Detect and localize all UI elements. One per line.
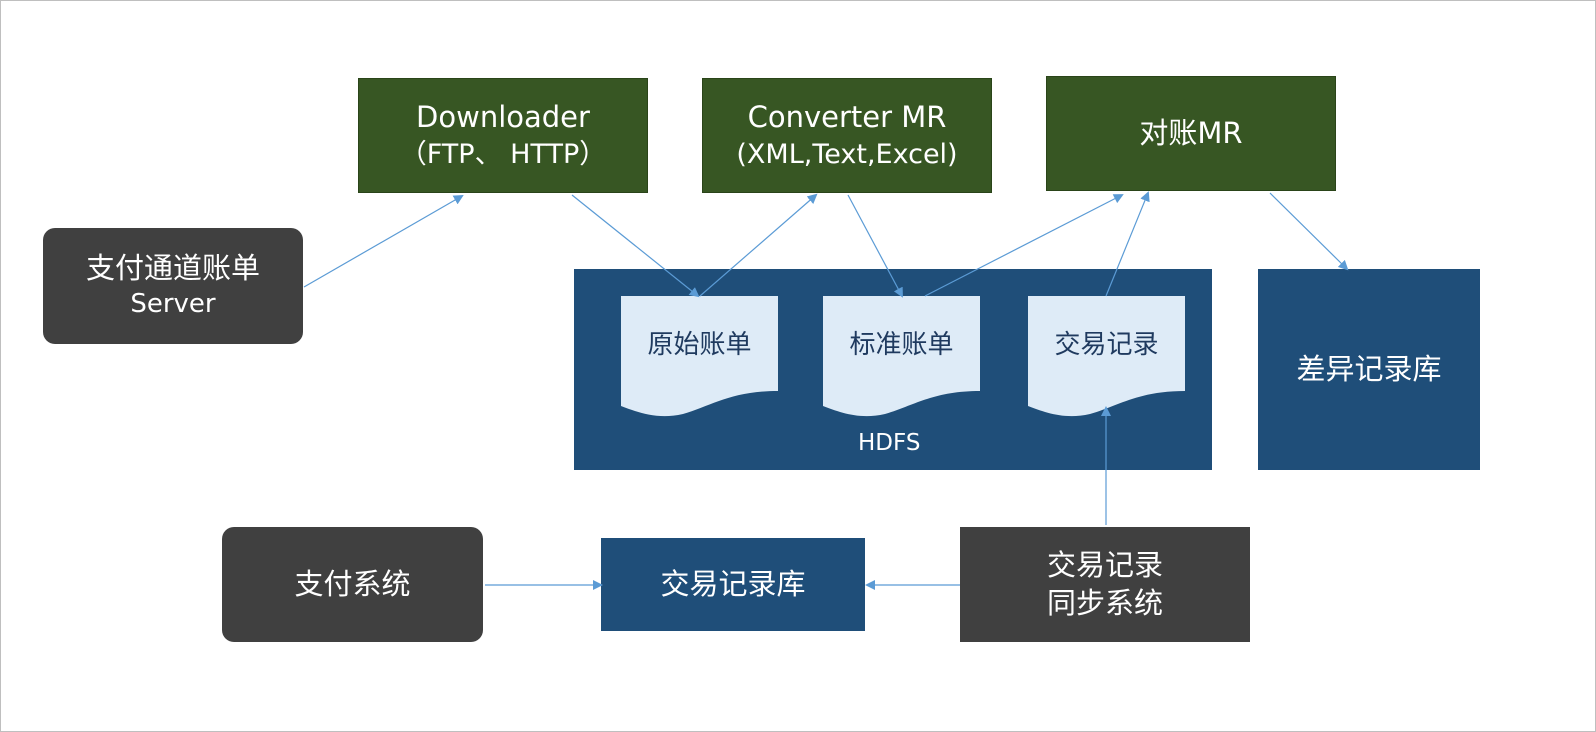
converter-title: Converter MR bbox=[747, 100, 947, 135]
hdfs-label: HDFS bbox=[858, 430, 921, 456]
doc-transactions: 交易记录 bbox=[1028, 296, 1185, 417]
tx-sync-subtitle: 同步系统 bbox=[1046, 585, 1163, 620]
tx-db-title: 交易记录库 bbox=[660, 566, 806, 601]
document-icon bbox=[823, 296, 980, 417]
doc-transactions-label: 交易记录 bbox=[1054, 330, 1159, 360]
arrow-downloader-to-raw bbox=[571, 194, 700, 298]
arrow-standard-to-reconcile bbox=[924, 194, 1124, 297]
tx-sync-title: 交易记录 bbox=[1046, 547, 1163, 582]
arrow-transactions-to-reconcile bbox=[1105, 191, 1150, 297]
converter-subtitle: (XML,Text,Excel) bbox=[736, 138, 958, 170]
downloader-box: Downloader （FTP、 HTTP） bbox=[358, 78, 648, 193]
downloader-subtitle: （FTP、 HTTP） bbox=[399, 138, 607, 170]
tx-sync-box: 交易记录 同步系统 bbox=[960, 527, 1250, 642]
doc-raw-bill: 原始账单 bbox=[621, 296, 778, 417]
payment-system-box: 支付系统 bbox=[222, 527, 483, 642]
tx-db-box: 交易记录库 bbox=[601, 538, 865, 631]
reconcile-box: 对账MR bbox=[1046, 76, 1336, 191]
doc-standard-bill-label: 标准账单 bbox=[849, 330, 954, 360]
payment-system-title: 支付系统 bbox=[294, 566, 411, 601]
doc-raw-bill-label: 原始账单 bbox=[647, 330, 752, 360]
arrow-raw-to-converter bbox=[699, 193, 818, 297]
arrow-server-to-downloader bbox=[303, 195, 464, 288]
doc-standard-bill: 标准账单 bbox=[823, 296, 980, 417]
reconcile-title: 对账MR bbox=[1139, 115, 1243, 150]
arrow-reconcile-to-diff bbox=[1269, 192, 1349, 271]
converter-box: Converter MR (XML,Text,Excel) bbox=[702, 78, 992, 193]
document-icon bbox=[1028, 296, 1185, 417]
arrow-converter-to-standard bbox=[847, 194, 903, 298]
channel-server-subtitle: Server bbox=[130, 288, 216, 319]
diff-db-box: 差异记录库 bbox=[1258, 269, 1480, 470]
channel-server-title: 支付通道账单 bbox=[85, 251, 260, 286]
channel-server-box: 支付通道账单 Server bbox=[43, 228, 303, 344]
document-icon bbox=[621, 296, 778, 417]
downloader-title: Downloader bbox=[416, 100, 590, 135]
diff-db-title: 差异记录库 bbox=[1296, 351, 1442, 386]
